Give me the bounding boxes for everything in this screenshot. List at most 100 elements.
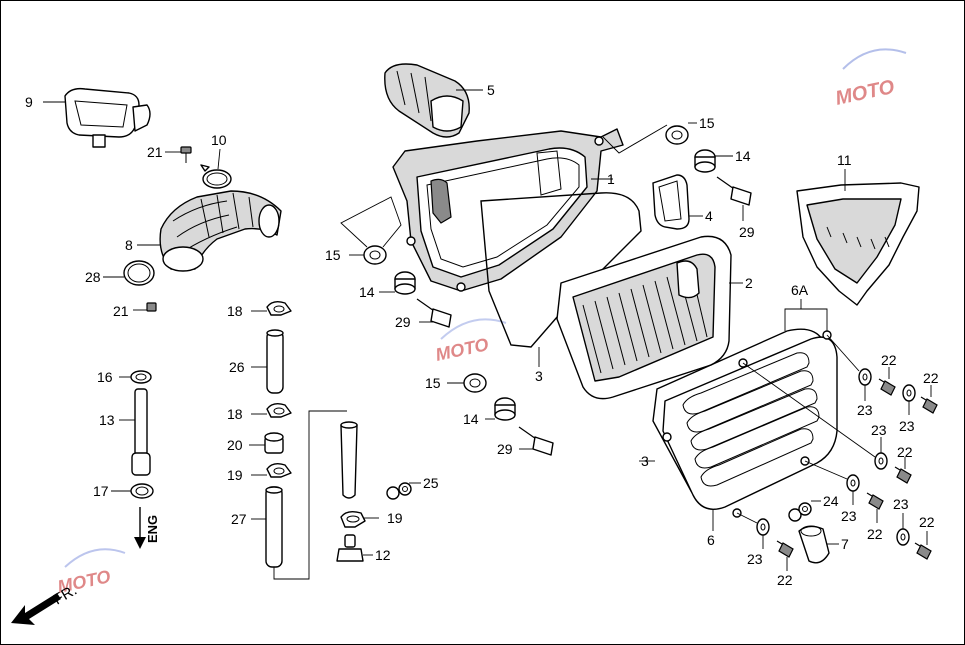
part-23-washer-a [826,334,872,401]
part-19-clip-left [251,462,292,478]
part-18-clip-upper [251,300,292,316]
callout-22: 22 [923,370,939,386]
callout-6: 6 [707,532,715,548]
callout-1: 1 [607,171,615,187]
callout-27: 27 [231,511,247,527]
part-19-clip-right [340,510,379,528]
callout-11: 11 [837,152,852,168]
callout-29: 29 [739,224,755,240]
callout-18: 18 [227,303,243,319]
callout-15: 15 [425,375,441,391]
part-22-bolt-a [878,367,896,396]
callout-13: 13 [99,412,115,428]
watermark-text: MOTO [833,76,896,110]
callout-22: 22 [897,444,913,460]
part-8-intake-boot [137,190,282,272]
callout-numbers: 9 10 21 8 28 21 16 13 17 18 26 18 20 19 … [25,82,939,588]
callout-21: 21 [147,144,163,160]
part-22-bolt-c [894,457,912,484]
part-15-grommet-upper [602,122,697,154]
callout-15: 15 [325,247,341,263]
part-15-grommet-lower [447,373,487,393]
callout-16: 16 [97,369,113,385]
callout-26: 26 [229,359,245,375]
callout-22: 22 [867,526,883,542]
part-29-bolt-middle [416,298,452,328]
callout-20: 20 [227,437,243,453]
callout-17: 17 [93,483,109,499]
callout-14: 14 [463,411,479,427]
part-23-washer-c [742,362,888,470]
part-23-washer-e [896,513,910,546]
part-15-grommet-middle [340,196,402,265]
callout-28: 28 [85,269,101,285]
part-21-screw-upper [165,146,192,163]
cover-ribs [682,352,820,487]
callout-23: 23 [893,496,909,512]
part-14-collar-upper [694,149,733,173]
callout-22: 22 [881,352,897,368]
callout-23: 23 [871,422,887,438]
part-18-clip-lower [251,402,292,418]
part-20-cap [249,432,284,454]
fr-direction-arrow: FR. [11,582,80,625]
callout-12: 12 [375,547,391,563]
callout-15: 15 [699,115,715,131]
part-12-drain-plug [336,534,373,562]
part-25-o-rings [386,482,421,500]
part-7-drain-plug [798,525,839,564]
callout-23: 23 [841,508,857,524]
callout-21: 21 [113,303,129,319]
part-5-intake-snorkel [384,63,483,138]
part-17-clip [111,483,154,499]
callout-29: 29 [497,441,513,457]
watermark-logo-top-right: MOTO [833,48,907,110]
callout-14: 14 [359,284,375,300]
part-16-clip [119,370,152,384]
part-27-hose [251,486,283,568]
eng-label: ENG [145,515,160,543]
callout-18: 18 [227,406,243,422]
part-21-screw-lower [133,302,157,312]
part-22-bolt-b [920,385,938,414]
part-1-air-cleaner-case [392,128,624,292]
callout-9: 9 [25,94,33,110]
part-drain-plug-tube [340,421,358,499]
part-14-collar-lower [485,397,516,421]
part-23-washer-d [804,460,860,505]
part-28-band [103,260,155,286]
callout-3: 3 [535,368,543,384]
part-23-washer-b [902,384,916,415]
part-10-hose-clamp [200,148,232,189]
callout-2: 2 [745,275,753,291]
part-14-collar-middle [379,271,416,295]
part-29-bolt-upper [716,176,752,221]
callout-24: 24 [823,493,839,509]
part-22-bolt-e [914,531,932,560]
callout-23: 23 [899,418,915,434]
callout-8: 8 [125,237,133,253]
part-22-bolt-f [776,540,794,571]
callout-3: 3 [641,453,649,469]
part-13-drain-tube [119,388,151,476]
callout-25: 25 [423,475,439,491]
callout-4: 4 [705,208,713,224]
callout-19: 19 [227,467,243,483]
part-4-gasket [652,174,703,230]
eng-direction-arrow: ENG [134,507,160,549]
part-11-shroud [796,169,920,306]
part-3-gasket-upper [480,192,642,367]
callout-7: 7 [841,536,849,552]
part-26-hose [251,329,284,394]
filter-pleats [582,268,708,374]
part-2-filter-element [556,235,743,400]
part-24-o-rings [788,500,821,522]
callout-19: 19 [387,510,403,526]
callout-14: 14 [735,148,751,164]
callout-5: 5 [487,82,495,98]
callout-6a: 6A [791,282,809,298]
callout-23: 23 [747,551,763,567]
part-23-washer-f [736,512,770,549]
